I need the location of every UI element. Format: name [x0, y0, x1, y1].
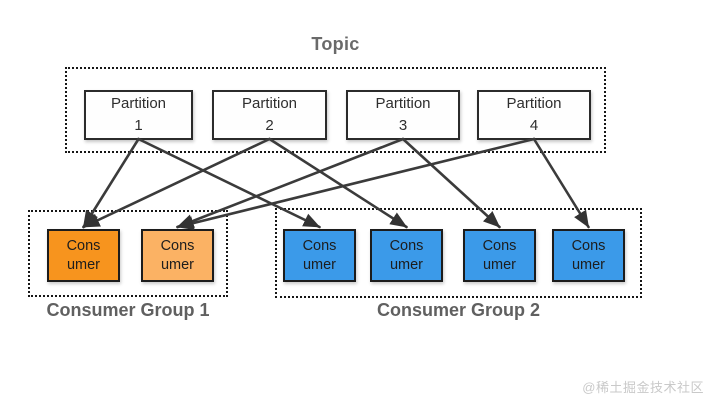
partition-name: Partition: [241, 95, 298, 113]
partition-name: Partition: [110, 95, 167, 113]
partition-2-box: Partition 2: [212, 90, 327, 140]
watermark-text: @稀土掘金技术社区: [582, 380, 704, 395]
partition-3-box: Partition 3: [346, 90, 460, 140]
consumer-group-2-label: Consumer Group 2: [376, 300, 541, 320]
consumer-label-line2: umer: [302, 256, 337, 273]
consumer-label-line1: Cons: [302, 237, 337, 254]
consumer-label-line1: Cons: [389, 237, 424, 254]
consumer-label-line1: Cons: [66, 237, 101, 254]
partition-1-box: Partition 1: [84, 90, 193, 140]
partition-name: Partition: [506, 95, 562, 113]
consumer-group-1-label: Consumer Group 1: [46, 300, 210, 320]
topic-dotted-box: Partition 1 Partition 2 Partition 3 Part…: [65, 67, 606, 153]
partition-4-box: Partition 4: [477, 90, 591, 140]
consumer-label-line1: Cons: [160, 237, 195, 254]
consumer-label-line2: umer: [571, 256, 606, 273]
group2-consumer-4-box: Cons umer: [552, 229, 625, 282]
group2-consumer-1-box: Cons umer: [283, 229, 356, 282]
group2-consumer-2-box: Cons umer: [370, 229, 443, 282]
partition-number: 2: [265, 117, 274, 134]
partition-number: 1: [134, 117, 143, 134]
topic-label: Topic: [311, 34, 360, 54]
consumer-group-2-dotted-box: Cons umer Cons umer Cons umer Cons umer: [275, 208, 642, 298]
consumer-label-line2: umer: [482, 256, 517, 273]
consumer-label-line2: umer: [160, 256, 195, 273]
partition-name: Partition: [375, 95, 431, 113]
group1-consumer-1-box: Cons umer: [47, 229, 120, 282]
consumer-label-line1: Cons: [571, 237, 606, 254]
consumer-label-line1: Cons: [482, 237, 517, 254]
group1-consumer-2-box: Cons umer: [141, 229, 214, 282]
partition-number: 3: [398, 117, 408, 134]
consumer-group-1-dotted-box: Cons umer Cons umer: [28, 210, 228, 297]
partition-number: 4: [529, 117, 539, 134]
consumer-label-line2: umer: [389, 256, 424, 273]
consumer-label-line2: umer: [66, 256, 101, 273]
group2-consumer-3-box: Cons umer: [463, 229, 536, 282]
